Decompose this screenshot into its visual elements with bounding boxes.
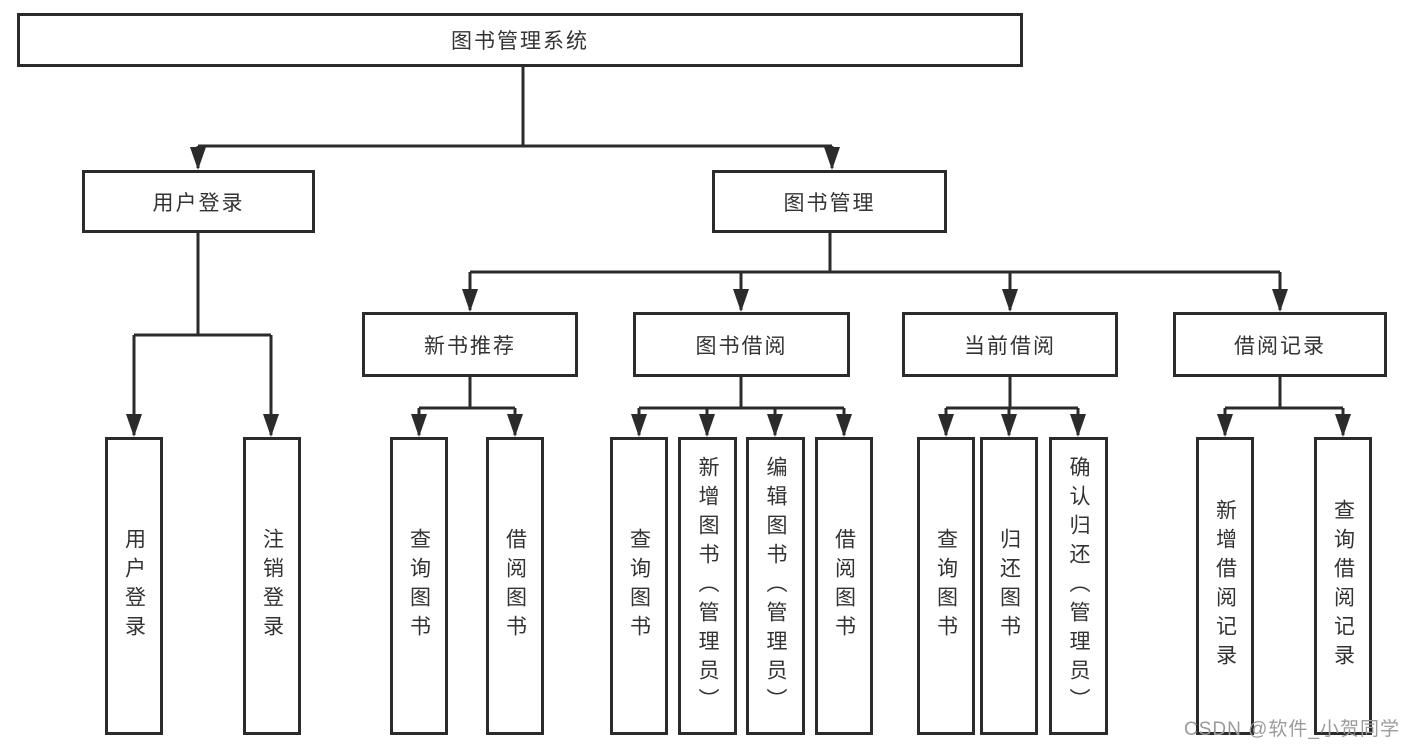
leaf-confirm-return-admin: 确认归还（管理员） [1049,437,1108,735]
node-new-book-recommend: 新书推荐 [362,312,578,377]
node-borrowing-records: 借阅记录 [1173,312,1387,377]
node-label: 注销登录 [260,528,284,644]
leaf-borrow-books-2: 借阅图书 [815,437,873,735]
node-label: 借阅图书 [503,528,527,644]
node-current-borrowing: 当前借阅 [902,312,1118,377]
leaf-user-login: 用户登录 [105,437,163,735]
leaf-borrow-books-1: 借阅图书 [486,437,544,735]
node-label: 图书借阅 [695,334,788,358]
node-label: 确认归还（管理员） [1067,455,1090,717]
leaf-logout: 注销登录 [243,437,301,735]
node-label: 查询图书 [627,528,651,644]
leaf-query-books-1: 查询图书 [390,437,448,735]
node-label: 用户登录 [122,528,146,644]
node-book-management: 图书管理 [712,170,947,233]
node-root-library-management-system: 图书管理系统 [17,13,1023,67]
node-label: 查询图书 [934,528,958,644]
node-book-borrowing: 图书借阅 [633,312,850,377]
node-label: 新增图书（管理员） [696,455,719,717]
node-label: 图书管理系统 [451,30,589,53]
csdn-watermark: CSDN @软件_小贺同学 [1184,719,1400,740]
leaf-add-books-admin: 新增图书（管理员） [678,437,737,735]
connector-strokes [132,67,1345,435]
leaf-query-books-3: 查询图书 [917,437,975,735]
node-label: 用户登录 [152,191,245,215]
leaf-edit-books-admin: 编辑图书（管理员） [746,437,805,735]
node-label: 编辑图书（管理员） [764,455,787,717]
node-label: 当前借阅 [964,334,1056,358]
leaf-query-borrow-record: 查询借阅记录 [1314,437,1372,735]
leaf-query-books-2: 查询图书 [610,437,668,735]
leaf-add-borrow-record: 新增借阅记录 [1196,437,1254,735]
node-label: 新书推荐 [424,334,516,358]
node-label: 查询图书 [407,528,431,644]
node-label: 查询借阅记录 [1331,499,1355,673]
node-label: 图书管理 [783,191,876,215]
node-user-login: 用户登录 [82,170,315,233]
leaf-return-books: 归还图书 [980,437,1038,735]
node-label: 新增借阅记录 [1213,499,1237,673]
node-label: 归还图书 [997,528,1021,644]
node-label: 借阅记录 [1234,334,1326,358]
node-label: 借阅图书 [832,528,856,644]
